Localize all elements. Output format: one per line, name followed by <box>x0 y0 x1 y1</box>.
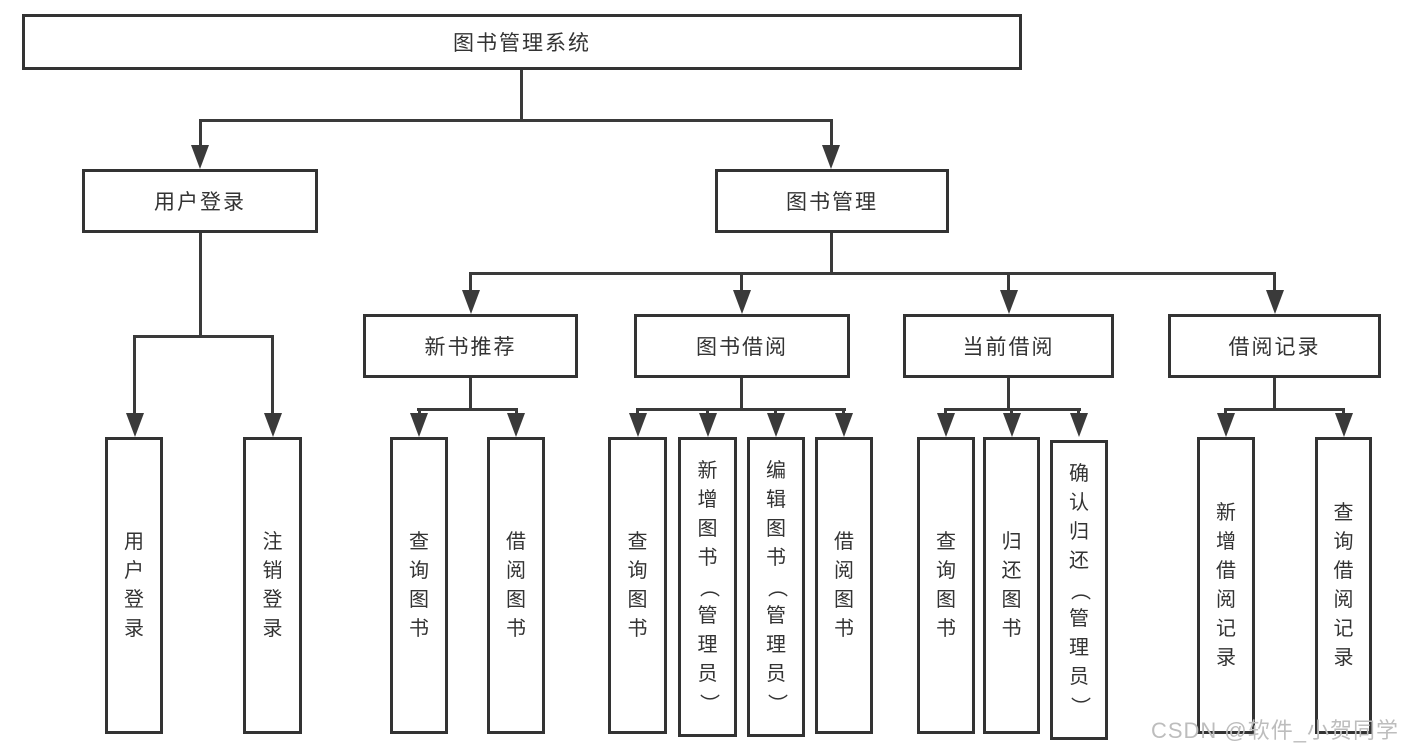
arrowhead-query-book-borrow <box>629 413 647 437</box>
node-root: 图书管理系统 <box>22 14 1022 70</box>
node-leaf-return-book: 归还图书 <box>983 437 1040 734</box>
node-root-label: 图书管理系统 <box>453 32 591 55</box>
connector-drop-query-book-borrow <box>636 408 639 416</box>
node-leaf-borrow-book-borrow-label: 借阅图书 <box>834 530 854 640</box>
connector-user-login-stem <box>199 233 202 335</box>
arrowhead-borrow-book-rec <box>507 413 525 437</box>
connector-current-borrow-stem <box>1007 378 1010 408</box>
node-leaf-add-book-admin: 新增图书（管理员） <box>678 437 737 737</box>
node-leaf-query-book-rec: 查询图书 <box>390 437 448 734</box>
connector-drop-user-login <box>199 119 202 148</box>
connector-drop-book-mgmt <box>830 119 833 148</box>
connector-drop-add-borrow-record <box>1224 408 1227 416</box>
connector-drop-current-borrow <box>1007 272 1010 293</box>
arrowhead-leaf-user-login <box>126 413 144 437</box>
node-leaf-add-book-admin-label: 新增图书（管理员） <box>697 459 719 714</box>
node-leaf-query-book-current: 查询图书 <box>917 437 975 734</box>
connector-root-stem <box>520 70 523 119</box>
node-leaf-query-book-borrow-label: 查询图书 <box>627 530 648 640</box>
node-leaf-confirm-return-admin-label: 确认归还（管理员） <box>1068 462 1091 717</box>
node-leaf-return-book-label: 归还图书 <box>1001 530 1022 640</box>
node-borrow-record-label: 借阅记录 <box>1228 336 1321 359</box>
arrowhead-borrow-book-borrow <box>835 413 853 437</box>
arrowhead-current-borrow <box>1000 290 1018 314</box>
connector-new-book-rec-stem <box>469 378 472 408</box>
arrowhead-user-login <box>191 145 209 169</box>
node-leaf-add-borrow-record: 新增借阅记录 <box>1197 437 1255 734</box>
arrowhead-new-book-rec <box>462 290 480 314</box>
node-book-mgmt-label: 图书管理 <box>786 191 878 214</box>
arrowhead-return-book <box>1003 413 1021 437</box>
arrowhead-query-book-rec <box>410 413 428 437</box>
connector-drop-query-book-current <box>944 408 947 416</box>
node-leaf-query-borrow-record-label: 查询借阅记录 <box>1333 501 1354 669</box>
connector-borrow-record-hline <box>1224 408 1345 411</box>
arrowhead-query-borrow-record <box>1335 413 1353 437</box>
arrowhead-confirm-return <box>1070 413 1088 437</box>
node-leaf-query-borrow-record: 查询借阅记录 <box>1315 437 1372 734</box>
arrowhead-edit-book-admin <box>767 413 785 437</box>
connector-drop-add-book-admin <box>706 408 709 416</box>
connector-drop-leaf-logout <box>271 335 274 415</box>
connector-drop-borrow-book-borrow <box>842 408 845 416</box>
connector-drop-leaf-user-login <box>133 335 136 415</box>
node-book-borrow: 图书借阅 <box>634 314 850 378</box>
connector-drop-query-book-rec <box>418 408 421 416</box>
connector-drop-query-borrow-record <box>1342 408 1345 416</box>
connector-drop-book-borrow <box>740 272 743 293</box>
arrowhead-query-book-current <box>937 413 955 437</box>
node-leaf-borrow-book-rec-label: 借阅图书 <box>506 530 526 640</box>
node-leaf-confirm-return-admin: 确认归还（管理员） <box>1050 440 1108 740</box>
node-leaf-query-book-current-label: 查询图书 <box>936 530 956 640</box>
node-book-mgmt: 图书管理 <box>715 169 949 233</box>
connector-book-borrow-hline <box>636 408 846 411</box>
connector-level3-hline <box>469 272 1276 275</box>
arrowhead-leaf-logout <box>264 413 282 437</box>
connector-user-login-hline <box>133 335 274 338</box>
connector-level2-hline <box>199 119 832 122</box>
connector-new-book-rec-hline <box>417 408 518 411</box>
node-leaf-logout: 注销登录 <box>243 437 302 734</box>
node-leaf-edit-book-admin-label: 编辑图书（管理员） <box>765 459 788 714</box>
arrowhead-book-mgmt <box>822 145 840 169</box>
node-leaf-add-borrow-record-label: 新增借阅记录 <box>1216 501 1236 669</box>
node-leaf-query-book-borrow: 查询图书 <box>608 437 667 734</box>
arrowhead-add-book-admin <box>699 413 717 437</box>
node-book-borrow-label: 图书借阅 <box>696 336 788 359</box>
node-current-borrow-label: 当前借阅 <box>962 336 1055 359</box>
node-new-book-rec: 新书推荐 <box>363 314 578 378</box>
node-leaf-user-login: 用户登录 <box>105 437 163 734</box>
connector-book-borrow-stem <box>740 378 743 408</box>
node-borrow-record: 借阅记录 <box>1168 314 1381 378</box>
connector-drop-borrow-record <box>1273 272 1276 293</box>
node-leaf-user-login-label: 用户登录 <box>124 530 144 640</box>
node-user-login-label: 用户登录 <box>154 191 246 214</box>
connector-book-mgmt-stem <box>830 233 833 272</box>
node-user-login: 用户登录 <box>82 169 318 233</box>
node-leaf-edit-book-admin: 编辑图书（管理员） <box>747 437 805 737</box>
node-leaf-logout-label: 注销登录 <box>262 530 283 640</box>
connector-drop-new-book-rec <box>469 272 472 293</box>
csdn-watermark: CSDN @软件_小贺同学 <box>1150 718 1399 743</box>
connector-drop-return-book <box>1010 408 1013 416</box>
connector-drop-edit-book-admin <box>774 408 777 416</box>
node-leaf-query-book-rec-label: 查询图书 <box>409 530 429 640</box>
connector-borrow-record-stem <box>1273 378 1276 408</box>
node-leaf-borrow-book-rec: 借阅图书 <box>487 437 545 734</box>
connector-drop-confirm-return <box>1077 408 1080 416</box>
connector-drop-borrow-book-rec <box>515 408 518 416</box>
node-leaf-borrow-book-borrow: 借阅图书 <box>815 437 873 734</box>
node-new-book-rec-label: 新书推荐 <box>424 336 517 359</box>
arrowhead-add-borrow-record <box>1217 413 1235 437</box>
arrowhead-book-borrow <box>733 290 751 314</box>
arrowhead-borrow-record <box>1266 290 1284 314</box>
node-current-borrow: 当前借阅 <box>903 314 1114 378</box>
